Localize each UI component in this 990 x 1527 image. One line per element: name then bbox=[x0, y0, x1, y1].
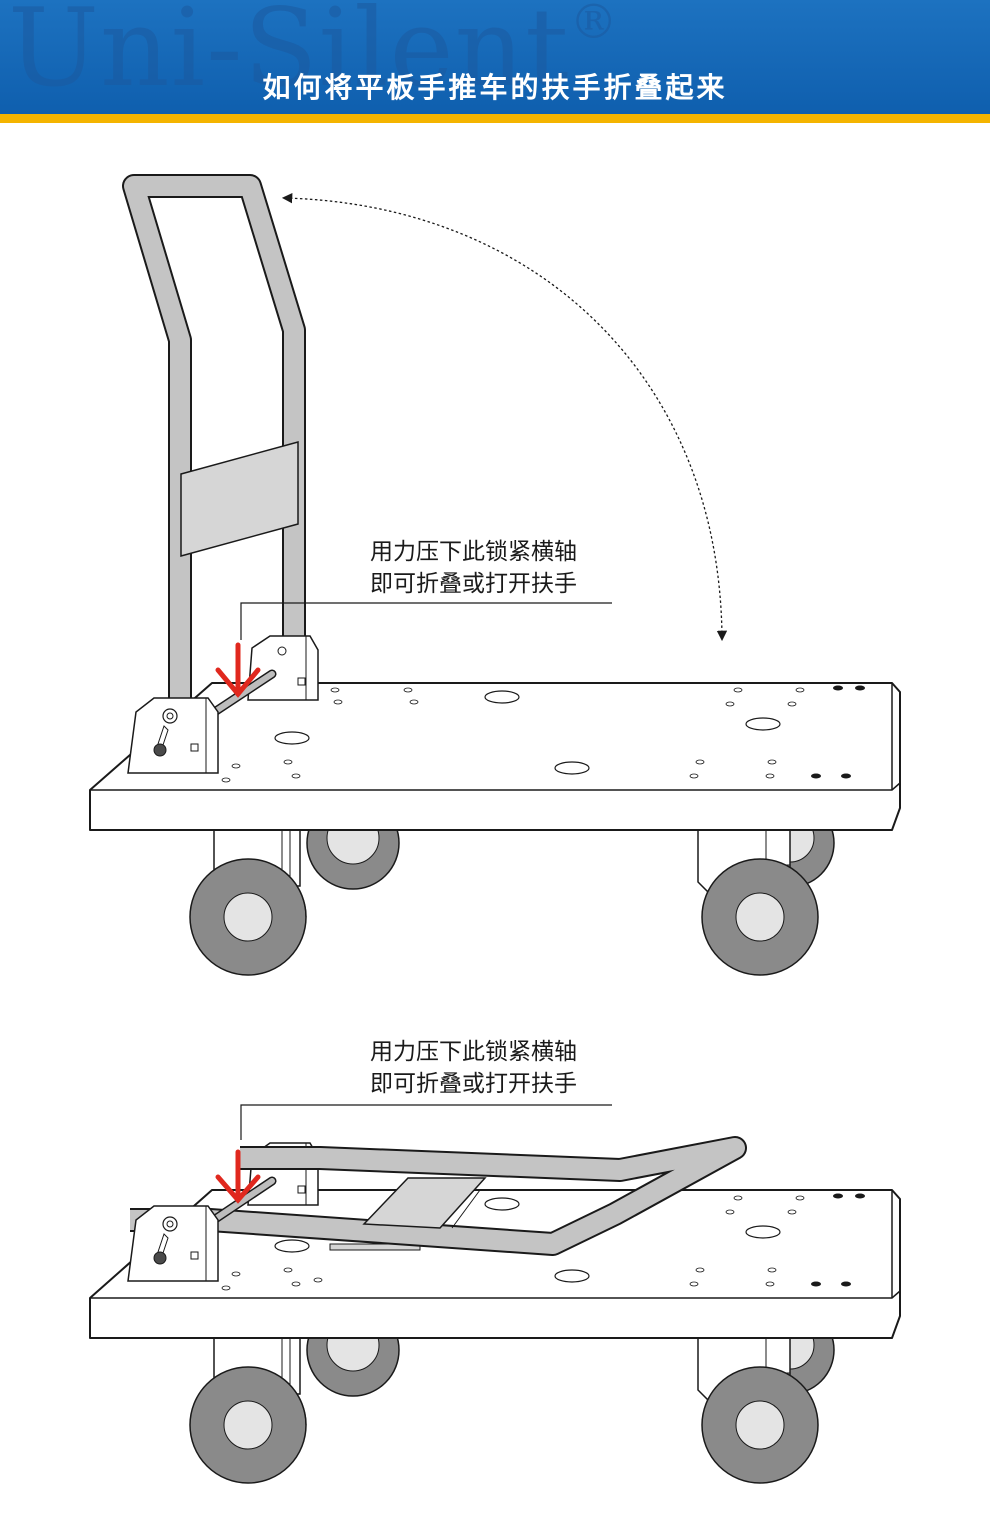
front-right-wheel-upright bbox=[701, 858, 819, 976]
fold-motion-arrow bbox=[281, 193, 728, 642]
press-down-arrow-upright bbox=[215, 642, 261, 698]
handle-frame-folded bbox=[130, 1136, 747, 1256]
instruction-folded: 用力压下此锁紧横轴 即可折叠或打开扶手 bbox=[370, 1036, 577, 1100]
cart-upright bbox=[89, 174, 901, 976]
brand-logo: Uni-Silent® bbox=[8, 0, 619, 111]
instruction-folded-line1: 用力压下此锁紧横轴 bbox=[370, 1039, 577, 1065]
header-stripe bbox=[0, 114, 990, 123]
header-background bbox=[0, 0, 990, 114]
cart-folded bbox=[89, 1104, 901, 1484]
callout-leader-folded bbox=[240, 1104, 612, 1140]
hinge-bracket-rear-upright bbox=[247, 635, 319, 701]
front-left-wheel-upright bbox=[189, 858, 307, 976]
instruction-upright-line2: 即可折叠或打开扶手 bbox=[370, 571, 577, 597]
instruction-upright: 用力压下此锁紧横轴 即可折叠或打开扶手 bbox=[370, 536, 577, 600]
page-title: 如何将平板手推车的扶手折叠起来 bbox=[262, 71, 728, 104]
hinge-bracket-front-folded bbox=[127, 1205, 219, 1282]
hinge-bracket-front-upright bbox=[127, 697, 219, 774]
front-right-wheel-folded bbox=[701, 1366, 819, 1484]
front-left-wheel-folded bbox=[189, 1366, 307, 1484]
instruction-folded-line2: 即可折叠或打开扶手 bbox=[370, 1071, 577, 1097]
platform-deck-upright bbox=[89, 682, 901, 831]
handle-frame-upright bbox=[122, 174, 306, 705]
cart-diagram bbox=[89, 174, 901, 1484]
press-down-arrow-folded bbox=[215, 1149, 261, 1204]
instruction-upright-line1: 用力压下此锁紧横轴 bbox=[370, 539, 577, 565]
header-banner: Uni-Silent® 如何将平板手推车的扶手折叠起来 bbox=[0, 0, 990, 114]
